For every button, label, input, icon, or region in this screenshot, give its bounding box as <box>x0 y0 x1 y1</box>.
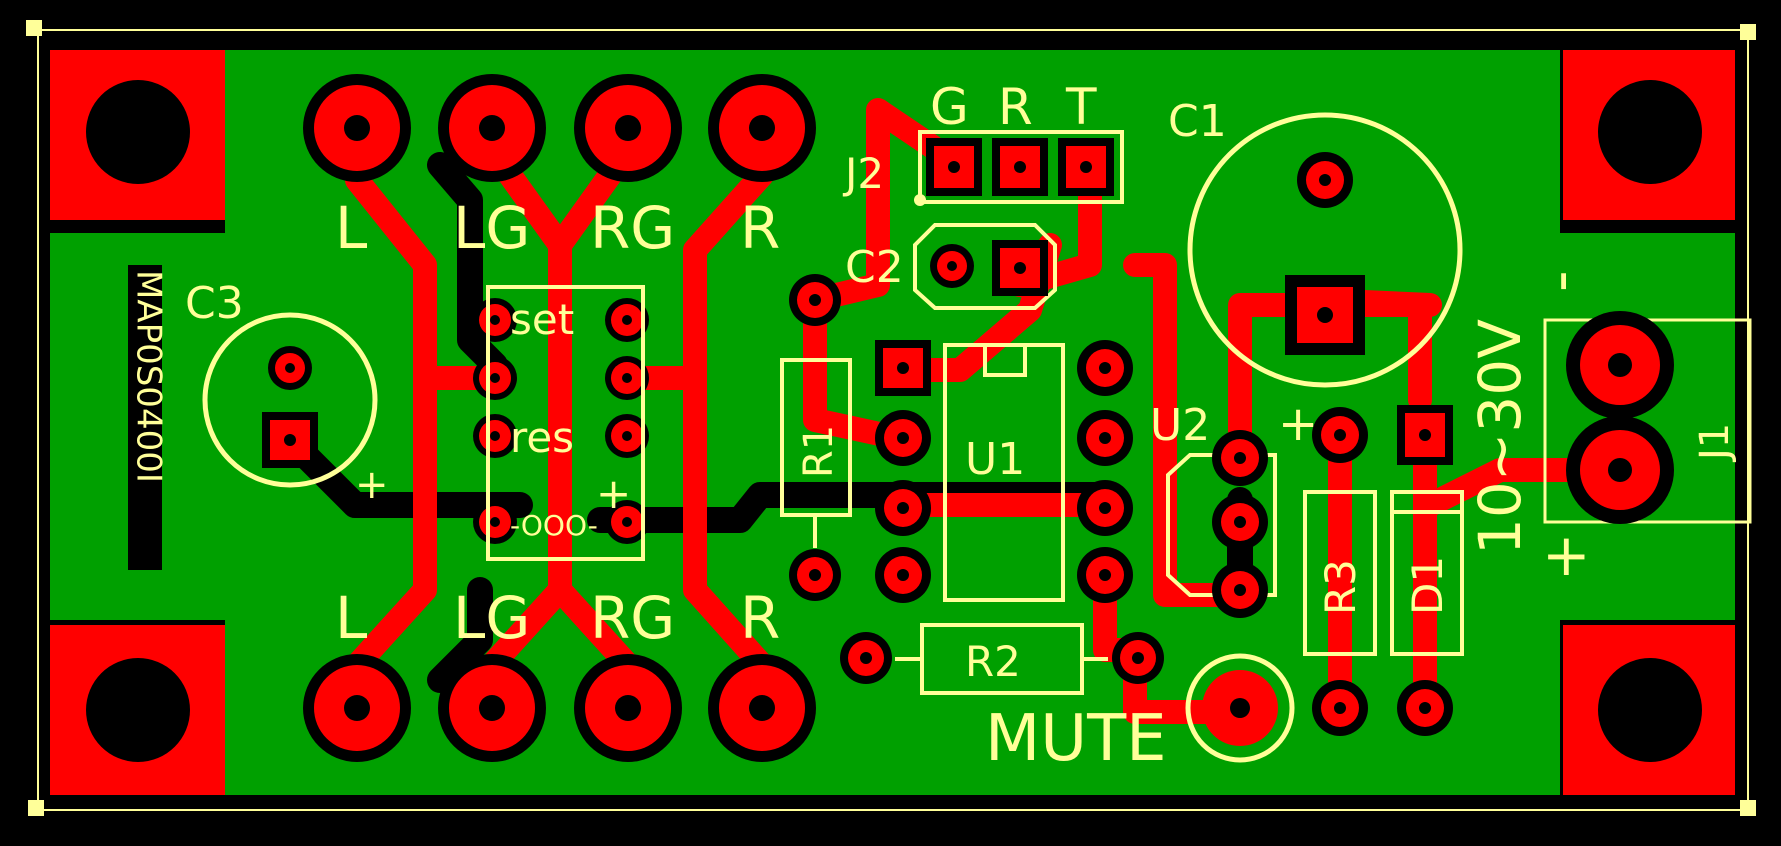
header-top-label-r: R <box>740 194 780 262</box>
switch-res-label: res <box>510 413 574 462</box>
u2-label: U2 <box>1150 400 1210 451</box>
c2-pads <box>930 240 1048 296</box>
u1-pads <box>875 340 1133 603</box>
mute-pad-hole <box>1230 698 1250 718</box>
switch-set-label: set <box>510 295 574 344</box>
r1-pads <box>789 274 841 601</box>
switch-coil-label: -OOO- <box>510 509 598 542</box>
c1-outline <box>1187 112 1463 388</box>
voltage-label: 10~30V <box>1466 319 1534 555</box>
corner-marker-bl <box>28 800 44 816</box>
c2-label: C2 <box>845 242 904 293</box>
c1-pads <box>1285 152 1365 355</box>
r1-label: R1 <box>796 425 842 478</box>
r2-label: R2 <box>965 637 1021 686</box>
switch-plus-label: + <box>596 469 631 518</box>
corner-marker-tr <box>1740 24 1756 40</box>
header-top-label-l: L <box>335 194 367 262</box>
r3-label: R3 <box>1316 559 1365 615</box>
board-outline <box>37 29 1749 811</box>
j2-pin1-marker <box>914 194 926 206</box>
mounting-hole-br <box>1563 625 1735 795</box>
polarity-plus-label: + <box>1542 521 1591 589</box>
corner-marker-br <box>1740 800 1756 816</box>
header-top <box>303 74 816 182</box>
header-top-label-lg: LG <box>453 194 530 262</box>
header-bottom-label-l: L <box>335 584 367 652</box>
r3-outline <box>1303 490 1377 656</box>
u1-label: U1 <box>965 434 1025 485</box>
j2-pin-r-label: R <box>998 78 1033 136</box>
j2-pin-t-label: T <box>1065 78 1097 136</box>
j2-outline <box>918 130 1124 204</box>
u2-outline <box>1166 453 1277 597</box>
u1-notch <box>983 343 1027 377</box>
corner-marker-tl <box>26 20 42 36</box>
header-top-label-rg: RG <box>590 194 675 262</box>
c3-outline <box>202 312 378 488</box>
mounting-hole-bl <box>50 625 225 795</box>
switch-outline <box>486 285 645 561</box>
j1-label: J1 <box>1692 423 1738 463</box>
board-id-label: MAP0S0400I <box>128 265 169 570</box>
j2-label: J2 <box>842 149 884 198</box>
u2-plus-label: + <box>1278 396 1318 452</box>
d1-label: D1 <box>1403 556 1452 615</box>
d1-outline <box>1390 490 1464 656</box>
c1-label: C1 <box>1168 96 1227 147</box>
polarity-minus-label: - <box>1525 270 1595 292</box>
j2-pads <box>926 138 1114 196</box>
board-id-background <box>128 265 162 570</box>
header-bottom-label-rg: RG <box>590 584 675 652</box>
c2-outline <box>913 223 1057 310</box>
mute-label: MUTE <box>985 702 1167 776</box>
header-bottom <box>303 654 816 762</box>
mute-pad-ring <box>1185 653 1295 763</box>
r3-d1-pads <box>1312 405 1453 736</box>
j1-pads <box>1566 311 1674 524</box>
j2-pin-g-label: G <box>930 78 969 136</box>
c3-label: C3 <box>185 278 244 329</box>
mounting-hole-tr <box>1563 50 1735 220</box>
c3-plus-label: + <box>355 462 389 508</box>
r2-pads <box>840 632 1164 684</box>
board-id-text: MAP0S0400I <box>129 270 169 483</box>
header-bottom-label-r: R <box>740 584 780 652</box>
u2-pads <box>1212 430 1268 618</box>
c3-pads <box>262 346 318 468</box>
header-bottom-label-lg: LG <box>453 584 530 652</box>
mounting-hole-tl <box>50 50 225 220</box>
